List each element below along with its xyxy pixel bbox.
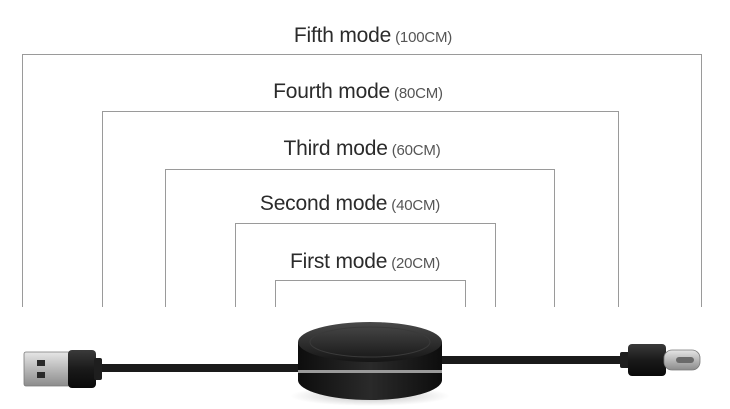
first-mode-label: First mode(20CM) (290, 250, 440, 274)
fourth-mode-label: Fourth mode(80CM) (273, 80, 443, 104)
third-mode-frame (165, 169, 555, 307)
mode-length: (60CM) (391, 142, 441, 159)
mode-name: Third mode (283, 137, 388, 160)
fourth-mode-frame (102, 111, 619, 307)
fifth-mode-label: Fifth mode(100CM) (294, 24, 452, 48)
mode-name: Second mode (259, 192, 388, 215)
mode-length: (80CM) (394, 85, 443, 102)
mode-length: (40CM) (391, 197, 441, 214)
second-mode-frame (235, 223, 496, 307)
mode-name: First mode (290, 250, 388, 273)
third-mode-label: Third mode(60CM) (283, 137, 440, 161)
mode-length: (100CM) (395, 29, 453, 46)
cable-illustration (23, 322, 701, 406)
mode-name: Fifth mode (293, 24, 392, 47)
fifth-mode-frame (22, 54, 702, 307)
mode-name: Fourth mode (273, 80, 391, 103)
usb-c-plug-icon (620, 344, 701, 376)
usb-a-plug-icon (23, 350, 102, 388)
second-mode-label: Second mode(40CM) (260, 192, 440, 216)
first-mode-frame (275, 280, 466, 307)
retractable-reel-icon (298, 322, 442, 400)
mode-length: (20CM) (391, 255, 440, 272)
